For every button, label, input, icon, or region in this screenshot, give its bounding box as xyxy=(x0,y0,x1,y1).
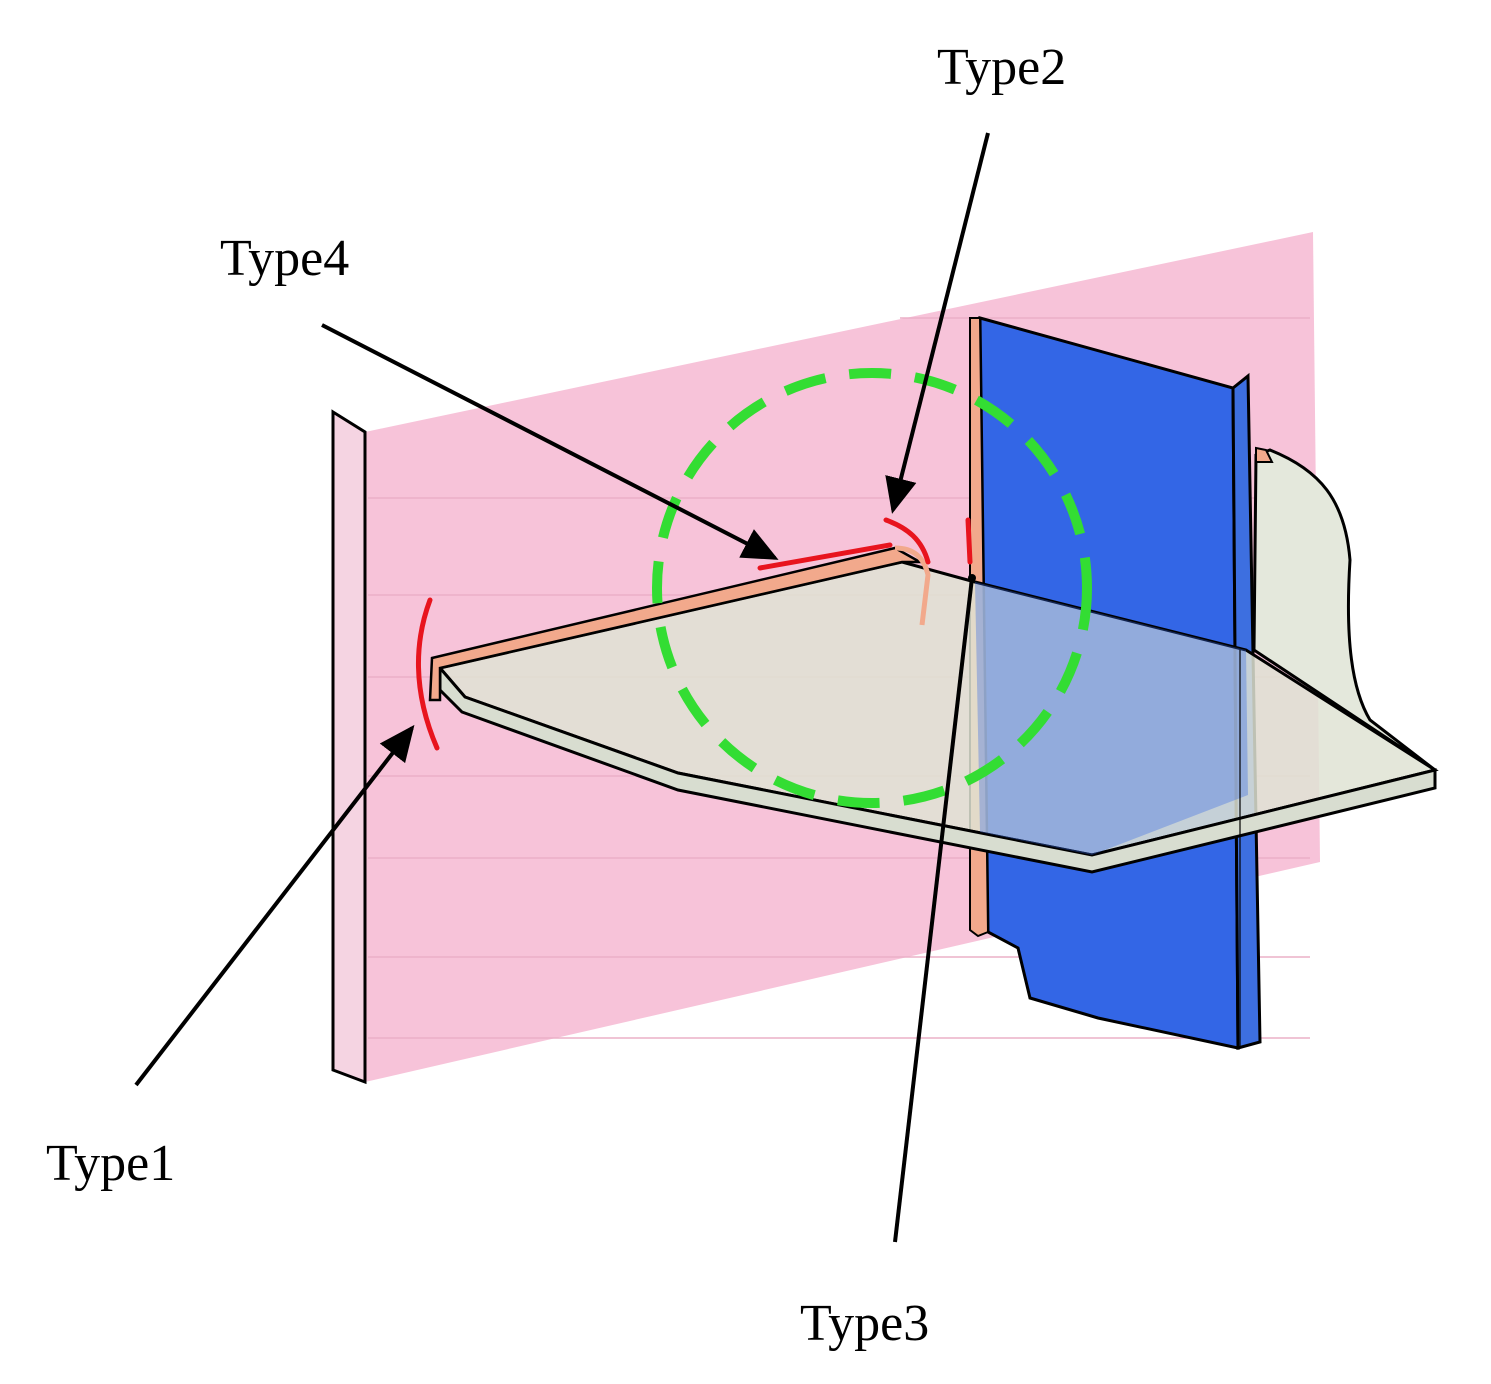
web-through-plate xyxy=(975,582,1248,855)
pointer-dot-type3 xyxy=(968,574,976,582)
shelf-flange-corner xyxy=(894,545,931,626)
label-type1: Type1 xyxy=(46,1135,176,1192)
weld-mark-type1 xyxy=(415,597,440,751)
arrow-pointer-icon-type4 xyxy=(321,323,779,560)
arrow-pointer-icon-type1 xyxy=(134,724,415,1087)
cutout-flange-tab xyxy=(1255,446,1274,463)
horizontal-plate-edge xyxy=(438,663,1437,874)
highlight-circle xyxy=(652,368,1092,808)
arrow-pointer-icon-type2 xyxy=(885,132,990,514)
cutout-shape xyxy=(1252,448,1436,772)
label-type2: Type2 xyxy=(937,39,1067,96)
pointer-line-type3 xyxy=(893,577,974,1243)
weld-marks xyxy=(415,517,973,751)
label-type4: Type4 xyxy=(220,230,350,287)
weld-mark-type2 xyxy=(883,517,931,565)
background-plate-edge xyxy=(331,409,367,1085)
pointer-lines xyxy=(134,132,990,1243)
label-type3: Type3 xyxy=(800,1295,930,1352)
weld-mark-type4 xyxy=(757,542,893,571)
weld-mark-type3 xyxy=(965,517,973,565)
